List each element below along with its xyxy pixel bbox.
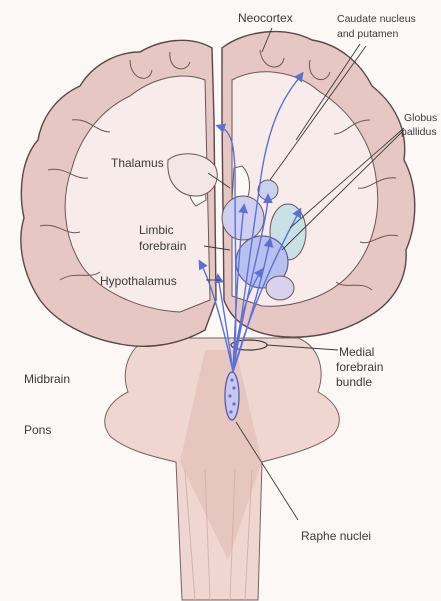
- globus-label-line1: Globus: [404, 112, 437, 124]
- cerebrum: [21, 32, 415, 347]
- mfb-label-line2: forebrain: [336, 360, 383, 374]
- caudate-label-line2: and putamen: [337, 28, 398, 40]
- limbic-label-line1: Limbic: [139, 223, 174, 237]
- hypothalamus-structure: [266, 276, 294, 300]
- thalamus-label: Thalamus: [111, 156, 164, 170]
- midbrain-label: Midbrain: [24, 372, 70, 386]
- caudate-label-line1: Caudate nucleus: [337, 13, 416, 25]
- limbic-label-line2: forebrain: [139, 239, 186, 253]
- globus-label-line2: pallidus: [401, 126, 437, 138]
- hypothalamus-label: Hypothalamus: [100, 274, 177, 288]
- brainstem: [105, 338, 339, 600]
- raphe-label: Raphe nuclei: [301, 529, 371, 543]
- pons-label: Pons: [24, 423, 51, 437]
- neocortex-label: Neocortex: [238, 11, 293, 25]
- mfb-label-line1: Medial: [339, 345, 374, 359]
- mfb-label-line3: bundle: [336, 375, 372, 389]
